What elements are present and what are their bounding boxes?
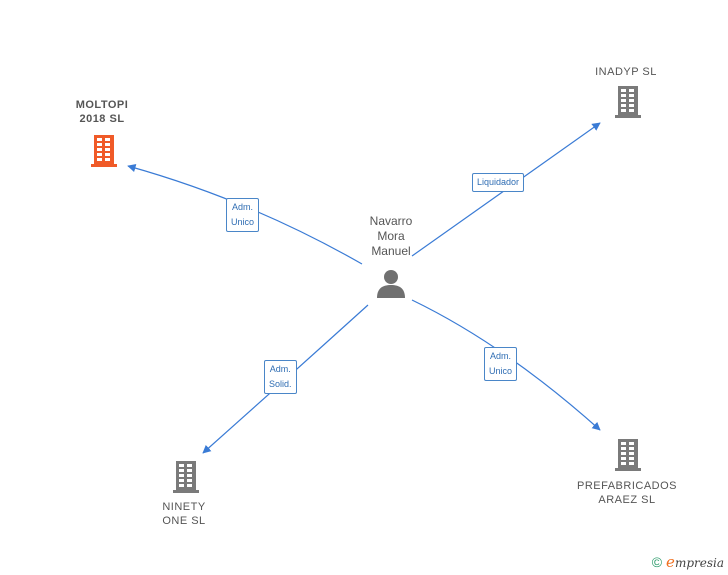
company-name-moltopi[interactable]: MOLTOPI 2018 SL: [75, 99, 129, 125]
company-name-inadyp[interactable]: INADYP SL: [595, 66, 657, 78]
copyright-symbol: ©: [651, 554, 663, 570]
relation-label-inadyp[interactable]: Liquidador: [472, 173, 525, 192]
building-icon: [615, 86, 641, 118]
footer-brand: © empresia: [652, 553, 724, 571]
person-name: Navarro Mora Manuel: [369, 214, 413, 258]
building-icon: [91, 135, 117, 167]
building-icon: [173, 461, 199, 493]
company-name-prefabricados[interactable]: PREFABRICADOS ARAEZ SL: [576, 480, 678, 506]
brand-logo: empresia: [666, 553, 724, 571]
relation-label-moltopi[interactable]: Adm. Unico: [226, 198, 260, 232]
company-name-ninety[interactable]: NINETY ONE SL: [162, 501, 206, 527]
person-icon: [377, 270, 405, 298]
relation-label-prefabricados[interactable]: Adm. Unico: [484, 347, 518, 381]
relation-label-ninety[interactable]: Adm. Solid.: [264, 360, 297, 394]
building-icon: [615, 439, 641, 471]
